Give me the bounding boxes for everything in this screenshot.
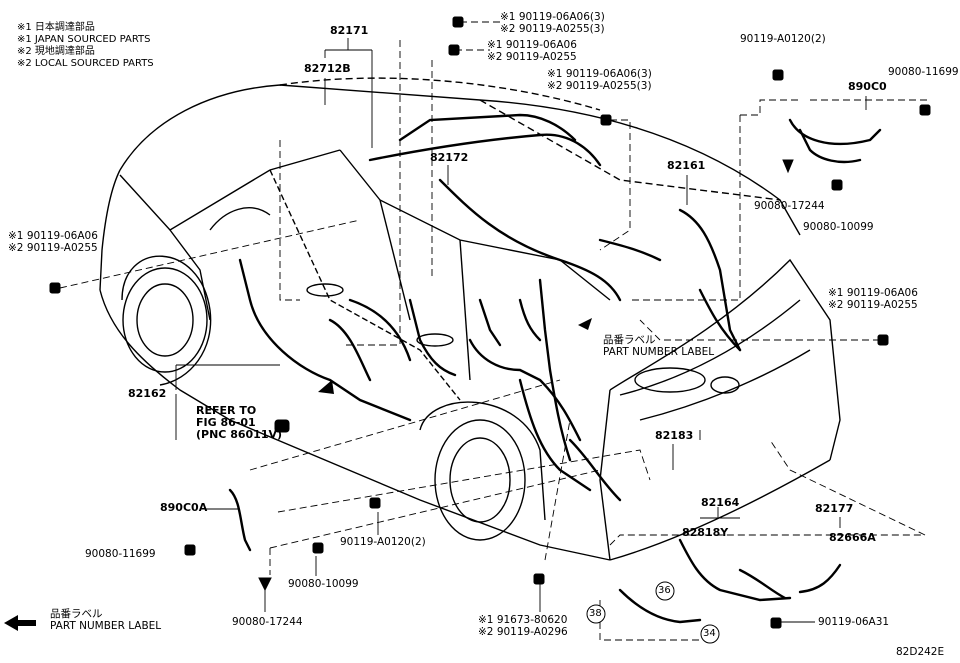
bolt-label-lower-90080-11699: 90080-11699 (85, 548, 156, 560)
left-arrow-icon (4, 615, 36, 631)
bolt-label-lower-90080-17244: 90080-17244 (232, 616, 303, 628)
bolt-icon (369, 497, 381, 509)
bolt-icon (312, 542, 324, 554)
callout-34: 34 (703, 628, 716, 639)
label-82818y: 82818Y (682, 526, 729, 539)
label-82164: 82164 (701, 496, 740, 509)
bolt-label-left: ※1 90119-06A06 ※2 90119-A0255 (8, 230, 98, 254)
label-82183: 82183 (655, 429, 694, 442)
bolt-icon (831, 179, 843, 191)
arrow-icons (4, 318, 592, 631)
sensor-icon (274, 419, 290, 433)
bolt-icon (600, 114, 612, 126)
label-82172: 82172 (430, 151, 469, 164)
callout-circles (586, 581, 720, 644)
legend-line: ※1 日本調達部品 (17, 22, 95, 33)
bolt-icon (448, 44, 460, 56)
legend-line: ※1 JAPAN SOURCED PARTS (17, 34, 151, 45)
bolt-icon (452, 16, 464, 28)
legend: ※1 日本調達部品 ※1 JAPAN SOURCED PARTS ※2 現地調達… (17, 22, 154, 70)
vehicle-body-outline (99, 77, 841, 561)
bolt-label-90080-17244: 90080-17244 (754, 200, 825, 212)
label-890c0a: 890C0A (160, 501, 208, 514)
bolt-label-90119-a0120: 90119-A0120(2) (740, 33, 826, 45)
bolt-label-90119-06a31: 90119-06A31 (818, 616, 890, 628)
bottom-part-number-legend: 品番ラベル PART NUMBER LABEL (50, 608, 162, 632)
bolt-icon (770, 617, 782, 629)
wiring-harnesses (228, 113, 882, 624)
bolt-label-lower-90119-a0120: 90119-A0120(2) (340, 536, 426, 548)
bolt-icon (184, 544, 196, 556)
label-82177: 82177 (815, 502, 854, 515)
label-890c0: 890C0 (848, 80, 887, 93)
bolt-icon (533, 573, 545, 585)
bolt-icons (49, 16, 931, 629)
callout-38: 38 (589, 608, 602, 619)
part-number-label-callout: 品番ラベル PART NUMBER LABEL (603, 334, 715, 358)
label-82171: 82171 (330, 24, 369, 37)
bolt-icon (49, 282, 61, 294)
bolt-label-90080-10099: 90080-10099 (803, 221, 874, 233)
bolt-icon (877, 334, 889, 346)
figure-code: 82D242E (896, 646, 945, 658)
bolt-label-top-3: ※1 90119-06A06(3) ※2 90119-A0255(3) (547, 68, 652, 92)
bolt-label-lower-90080-10099: 90080-10099 (288, 578, 359, 590)
legend-line: ※2 LOCAL SOURCED PARTS (17, 58, 154, 69)
label-82666a: 82666A (829, 531, 876, 544)
clip-icon (258, 577, 272, 592)
leader-lines (175, 38, 867, 623)
bolt-icon (919, 104, 931, 116)
bolt-label-top-2: ※1 90119-06A06 ※2 90119-A0255 (487, 39, 577, 63)
label-82161: 82161 (667, 159, 706, 172)
bolt-label-90080-11699: 90080-11699 (888, 66, 959, 78)
bolt-label-right: ※1 90119-06A06 ※2 90119-A0255 (828, 287, 918, 311)
label-82712b: 82712B (304, 62, 351, 75)
arrow-icon (318, 380, 334, 394)
bolt-label-top-1: ※1 90119-06A06(3) ※2 90119-A0255(3) (500, 11, 605, 35)
bolt-icon (772, 69, 784, 81)
callout-36: 36 (658, 585, 671, 596)
bolt-label-bottom-center: ※1 91673-80620 ※2 90119-A0296 (478, 614, 568, 638)
legend-line: ※2 現地調達部品 (17, 46, 95, 57)
clip-icon (782, 159, 794, 174)
label-82162: 82162 (128, 387, 167, 400)
refer-note: REFER TO FIG 86-01 (PNC 86011V) (196, 404, 283, 441)
arrow-icon (578, 318, 592, 330)
